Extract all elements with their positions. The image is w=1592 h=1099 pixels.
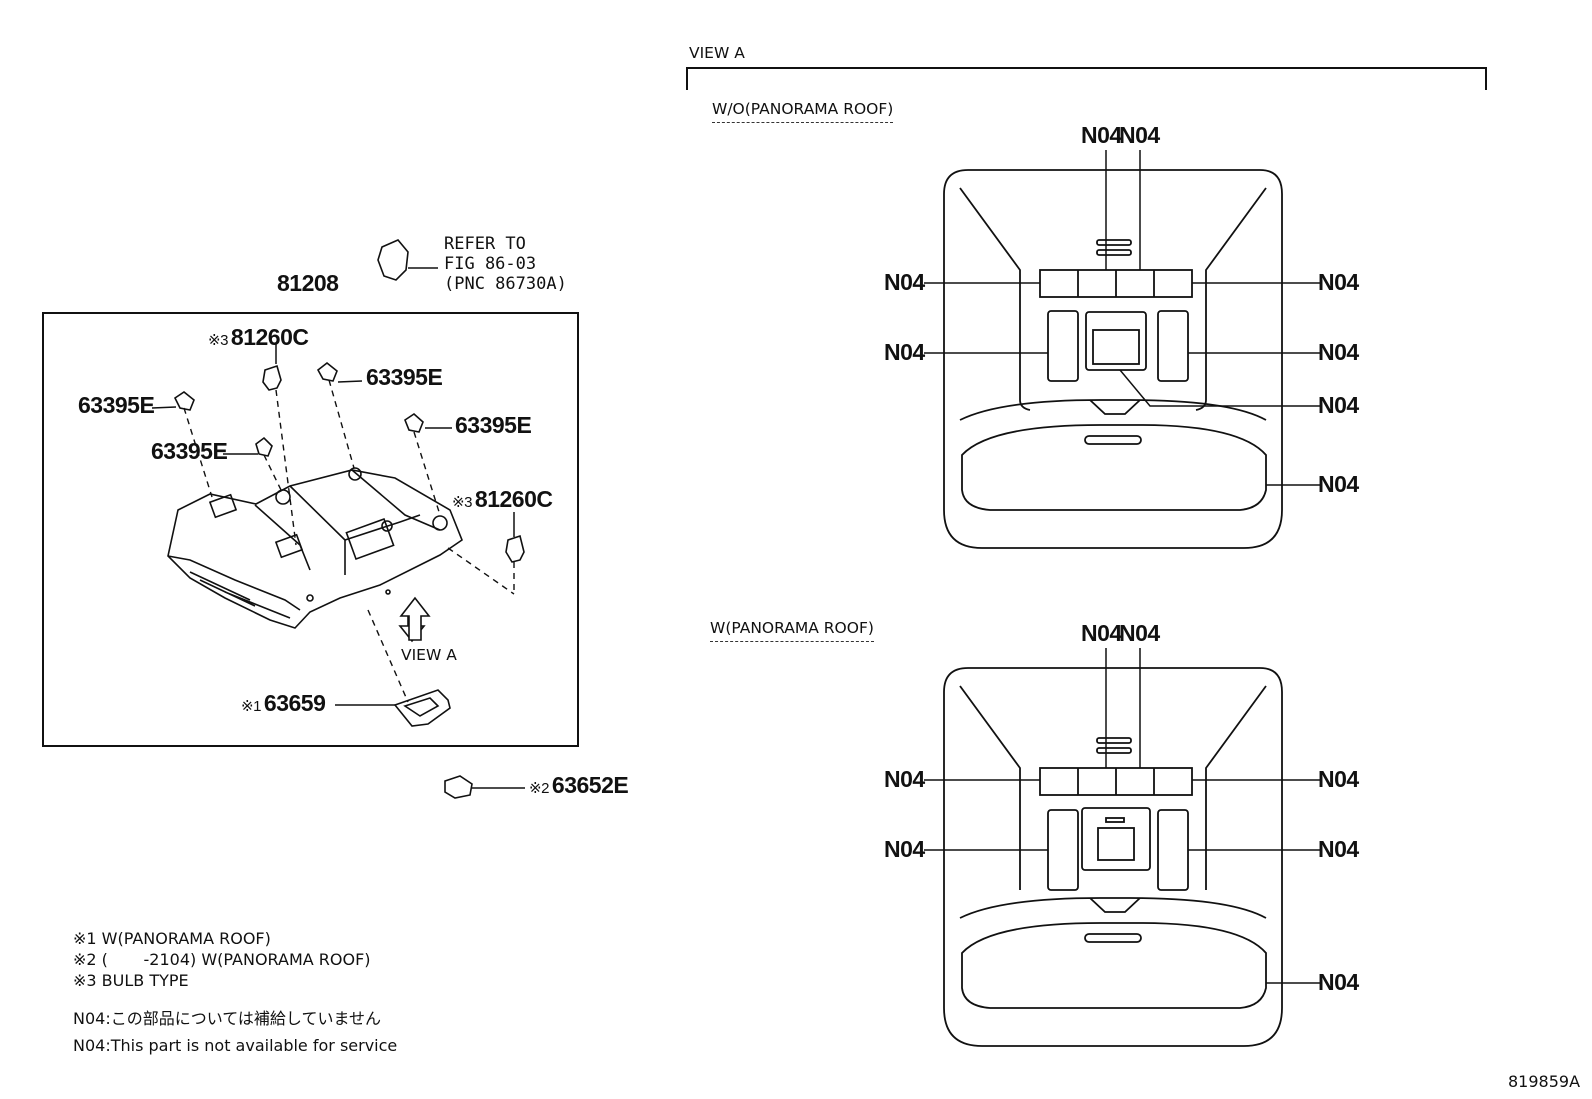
part-label-clip-top-right[interactable]: 63395E (366, 364, 443, 390)
part-mark: ※2 (529, 780, 549, 797)
console-exploded-drawing (167, 467, 463, 629)
callout-n04: N04 (1318, 269, 1359, 295)
callout-n04: N04 (1318, 766, 1359, 792)
assembly-frame (42, 312, 579, 747)
callout-n04: N04 (1119, 620, 1160, 646)
refer-to-line3: (PNC 86730A) (444, 274, 567, 294)
console-wo-leaders (924, 150, 1322, 486)
section-title-w-panorama: W(PANORAMA ROOF) (710, 619, 874, 642)
callout-n04: N04 (1318, 836, 1359, 862)
view-a-bracket (686, 67, 1487, 90)
small-parts (173, 239, 525, 799)
footnote-2: ※2 ( -2104) W(PANORAMA ROOF) (73, 950, 371, 969)
assembly-number: 81208 (277, 270, 339, 296)
callout-n04: N04 (884, 269, 925, 295)
figure-code: 819859A (1508, 1072, 1581, 1091)
callout-n04: N04 (1081, 122, 1122, 148)
part-label-clip-mid-left[interactable]: 63395E (151, 438, 228, 464)
part-code: 63659 (263, 690, 326, 716)
footnote-1: ※1 W(PANORAMA ROOF) (73, 929, 271, 948)
callout-n04: N04 (1081, 620, 1122, 646)
console-wo-panorama (943, 169, 1283, 549)
part-mark: ※1 (241, 698, 261, 715)
callout-n04: N04 (884, 836, 925, 862)
section-title-wo-panorama: W/O(PANORAMA ROOF) (712, 100, 894, 123)
n04-note-japanese: N04:この部品については補給していません (73, 1009, 381, 1028)
part-mark: ※3 (208, 332, 228, 349)
callout-n04: N04 (1318, 392, 1359, 418)
callout-n04: N04 (1318, 969, 1359, 995)
console-w-leaders (924, 648, 1322, 984)
n04-note-english: N04:This part is not available for servi… (73, 1036, 398, 1055)
callout-n04: N04 (884, 339, 925, 365)
part-code: 63652E (551, 772, 629, 798)
callout-n04: N04 (884, 766, 925, 792)
part-label-clip-right[interactable]: 63395E (455, 412, 532, 438)
callout-n04: N04 (1318, 339, 1359, 365)
part-code: 81260C (474, 486, 553, 512)
refer-to-line2: FIG 86-03 (444, 254, 537, 274)
view-a-title: VIEW A (689, 44, 745, 62)
console-w-panorama (943, 667, 1283, 1047)
part-label-clip-left[interactable]: 63395E (78, 392, 155, 418)
footnote-3: ※3 BULB TYPE (73, 971, 189, 990)
callout-n04: N04 (1318, 471, 1359, 497)
part-mark: ※3 (452, 494, 472, 511)
refer-to-line1: REFER TO (444, 234, 526, 254)
view-a-arrow-label: VIEW A (401, 646, 457, 664)
part-code: 81260C (230, 324, 309, 350)
callout-n04: N04 (1119, 122, 1160, 148)
